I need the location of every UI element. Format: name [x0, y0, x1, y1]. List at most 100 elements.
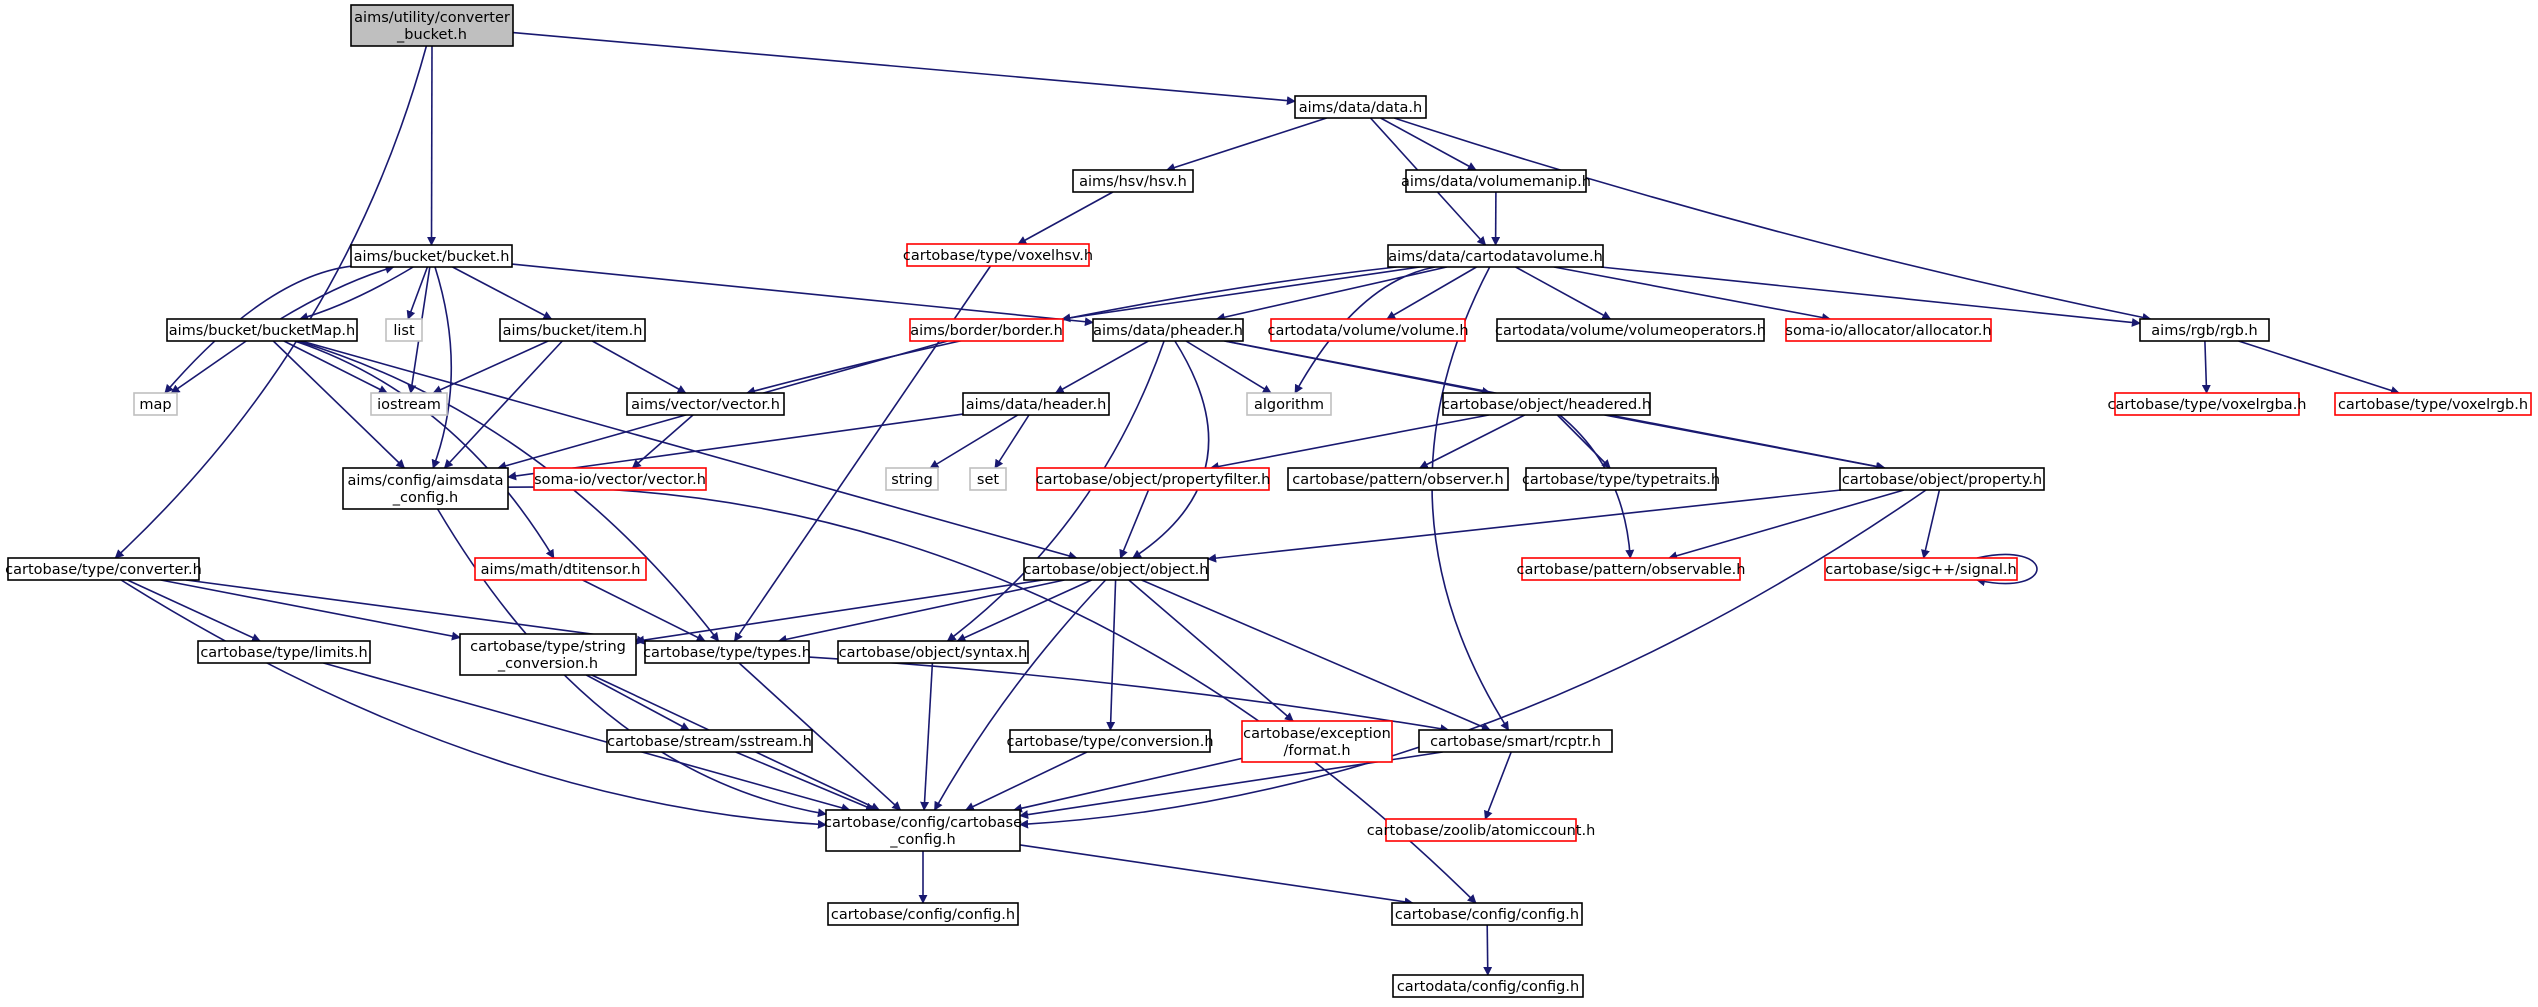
- node-propertyfilter[interactable]: cartobase/object/propertyfilter.h: [1036, 467, 1271, 491]
- edge-syntax-to-cbconfig: [920, 662, 934, 811]
- node-label: cartobase/sigc++/signal.h: [1825, 562, 2016, 578]
- node-typetraits[interactable]: cartobase/type/typetraits.h: [1522, 467, 1720, 491]
- node-rgb[interactable]: aims/rgb/rgb.h: [2139, 318, 2270, 342]
- node-types[interactable]: cartobase/type/types.h: [643, 640, 811, 664]
- node-box: [1391, 902, 1583, 926]
- node-label: aims/utility/converter: [354, 10, 510, 26]
- edge-headered-to-propertyfilter: [1209, 414, 1489, 471]
- node-bucketmap[interactable]: aims/bucket/bucketMap.h: [166, 318, 358, 342]
- node-label: aims/bucket/bucket.h: [354, 249, 510, 265]
- node-label: aims/data/header.h: [966, 397, 1107, 413]
- node-cbconfig[interactable]: cartobase/config/cartobase_config.h: [824, 809, 1022, 852]
- node-pheader[interactable]: aims/data/pheader.h: [1092, 318, 1244, 342]
- node-box: [962, 392, 1110, 416]
- node-label: aims/border/border.h: [910, 323, 1063, 339]
- node-config1[interactable]: cartobase/config/config.h: [827, 902, 1019, 926]
- edge-bucket-to-pheader: [511, 263, 1094, 327]
- node-label: _config.h: [889, 832, 955, 848]
- node-hsv[interactable]: aims/hsv/hsv.h: [1072, 169, 1194, 193]
- node-set[interactable]: set: [969, 467, 1007, 491]
- node-algorithm[interactable]: algorithm: [1246, 392, 1332, 416]
- node-label: aims/rgb/rgb.h: [2151, 323, 2257, 339]
- edge-cartodatavolume-to-vectorh: [746, 266, 1397, 396]
- node-header[interactable]: aims/data/header.h: [962, 392, 1110, 416]
- node-bucket[interactable]: aims/bucket/bucket.h: [350, 244, 513, 268]
- node-atomiccount[interactable]: cartobase/zoolib/atomiccount.h: [1367, 818, 1596, 842]
- node-format[interactable]: cartobase/exception/format.h: [1241, 720, 1393, 763]
- node-label: cartodata/volume/volumeoperators.h: [1495, 323, 1766, 339]
- node-observer[interactable]: cartobase/pattern/observer.h: [1287, 467, 1509, 491]
- node-string[interactable]: string: [885, 467, 939, 491]
- node-box: [606, 729, 813, 753]
- node-object[interactable]: cartobase/object/object.h: [1023, 557, 1209, 581]
- node-cdvolume[interactable]: cartodata/volume/volume.h: [1267, 318, 1469, 342]
- node-label: aims/math/dtitensor.h: [481, 562, 641, 578]
- node-box: [350, 4, 514, 47]
- node-limits[interactable]: cartobase/type/limits.h: [197, 640, 371, 664]
- node-list[interactable]: list: [385, 318, 423, 342]
- node-signal[interactable]: cartobase/sigc++/signal.h: [1824, 557, 2018, 581]
- node-data[interactable]: aims/data/data.h: [1294, 95, 1427, 119]
- node-cdconfig[interactable]: cartodata/config/config.h: [1392, 974, 1584, 998]
- node-voxelrgba[interactable]: cartobase/type/voxelrgba.h: [2108, 392, 2307, 416]
- edge-pheader-to-algorithm: [1185, 340, 1272, 394]
- edge-property-to-signal: [1921, 489, 1941, 559]
- node-dtitensor[interactable]: aims/math/dtitensor.h: [474, 557, 647, 581]
- node-config2[interactable]: cartobase/config/config.h: [1391, 902, 1583, 926]
- node-label: aims/data/data.h: [1299, 100, 1422, 116]
- node-allocator[interactable]: soma-io/allocator/allocator.h: [1785, 318, 1992, 342]
- node-label: cartobase/config/cartobase: [824, 815, 1022, 831]
- node-property[interactable]: cartobase/object/property.h: [1839, 467, 2045, 491]
- edge-headered-to-observer: [1418, 414, 1526, 469]
- node-label: cartobase/object/property.h: [1842, 472, 2042, 488]
- node-rcptr[interactable]: cartobase/smart/rcptr.h: [1418, 729, 1613, 753]
- edge-bucket-to-bucketmap: [299, 266, 414, 322]
- node-observable[interactable]: cartobase/pattern/observable.h: [1517, 557, 1746, 581]
- node-box: [1839, 467, 2045, 491]
- node-box: [7, 557, 200, 581]
- node-map[interactable]: map: [133, 392, 178, 416]
- edge-cartodatavolume-to-allocator: [1553, 266, 1831, 322]
- node-label: cartobase/config/config.h: [831, 907, 1015, 923]
- node-label: cartobase/object/object.h: [1024, 562, 1209, 578]
- edge-cartodatavolume-to-volops: [1515, 266, 1612, 320]
- node-box: [342, 467, 509, 510]
- edge-bucketmap-to-types: [297, 340, 720, 642]
- node-syntax[interactable]: cartobase/object/syntax.h: [837, 640, 1029, 664]
- edge-signal-to-signal: [1976, 553, 2038, 587]
- node-conv_bucket[interactable]: aims/utility/converter_bucket.h: [350, 4, 514, 47]
- node-box: [1072, 169, 1194, 193]
- node-box: [969, 467, 1007, 491]
- node-label: soma-io/allocator/allocator.h: [1785, 323, 1991, 339]
- node-label: cartobase/type/conversion.h: [1006, 734, 1213, 750]
- header-file-nodes: aims/utility/converter_bucket.h aims/data…: [5, 4, 2532, 998]
- node-label: string: [891, 472, 933, 488]
- edge-bucketmap-to-bucket: [279, 264, 395, 320]
- node-label: set: [977, 472, 999, 488]
- node-converter[interactable]: cartobase/type/converter.h: [5, 557, 202, 581]
- edge-bucket-to-list: [406, 266, 429, 320]
- node-iostream[interactable]: iostream: [370, 392, 448, 416]
- node-somavector[interactable]: soma-io/vector/vector.h: [533, 467, 707, 491]
- node-label: cartobase/pattern/observable.h: [1517, 562, 1746, 578]
- node-stringconv[interactable]: cartobase/type/string_conversion.h: [459, 633, 637, 676]
- node-item[interactable]: aims/bucket/item.h: [499, 318, 646, 342]
- node-cartodatavolume[interactable]: aims/data/cartodatavolume.h: [1387, 244, 1604, 268]
- node-voxelrgb[interactable]: cartobase/type/voxelrgb.h: [2334, 392, 2532, 416]
- edge-cbconfig-to-config2: [1019, 844, 1414, 907]
- edge-headered-to-typetraits: [1556, 414, 1611, 469]
- node-conversion[interactable]: cartobase/type/conversion.h: [1006, 729, 1214, 753]
- node-headered[interactable]: cartobase/object/headered.h: [1442, 392, 1651, 416]
- node-vectorh[interactable]: aims/vector/vector.h: [626, 392, 785, 416]
- node-box: [644, 640, 810, 664]
- node-box: [906, 243, 1090, 267]
- node-voxelhsv[interactable]: cartobase/type/voxelhsv.h: [903, 243, 1093, 267]
- node-box: [837, 640, 1029, 664]
- edge-cartodatavolume-to-pheader: [1215, 266, 1447, 322]
- node-volops[interactable]: cartodata/volume/volumeoperators.h: [1495, 318, 1766, 342]
- node-border[interactable]: aims/border/border.h: [909, 318, 1064, 342]
- node-sstream[interactable]: cartobase/stream/sstream.h: [606, 729, 813, 753]
- node-box: [1405, 169, 1587, 193]
- node-aimsdataconfig[interactable]: aims/config/aimsdata_config.h: [342, 467, 509, 510]
- node-volumemanip[interactable]: aims/data/volumemanip.h: [1401, 169, 1591, 193]
